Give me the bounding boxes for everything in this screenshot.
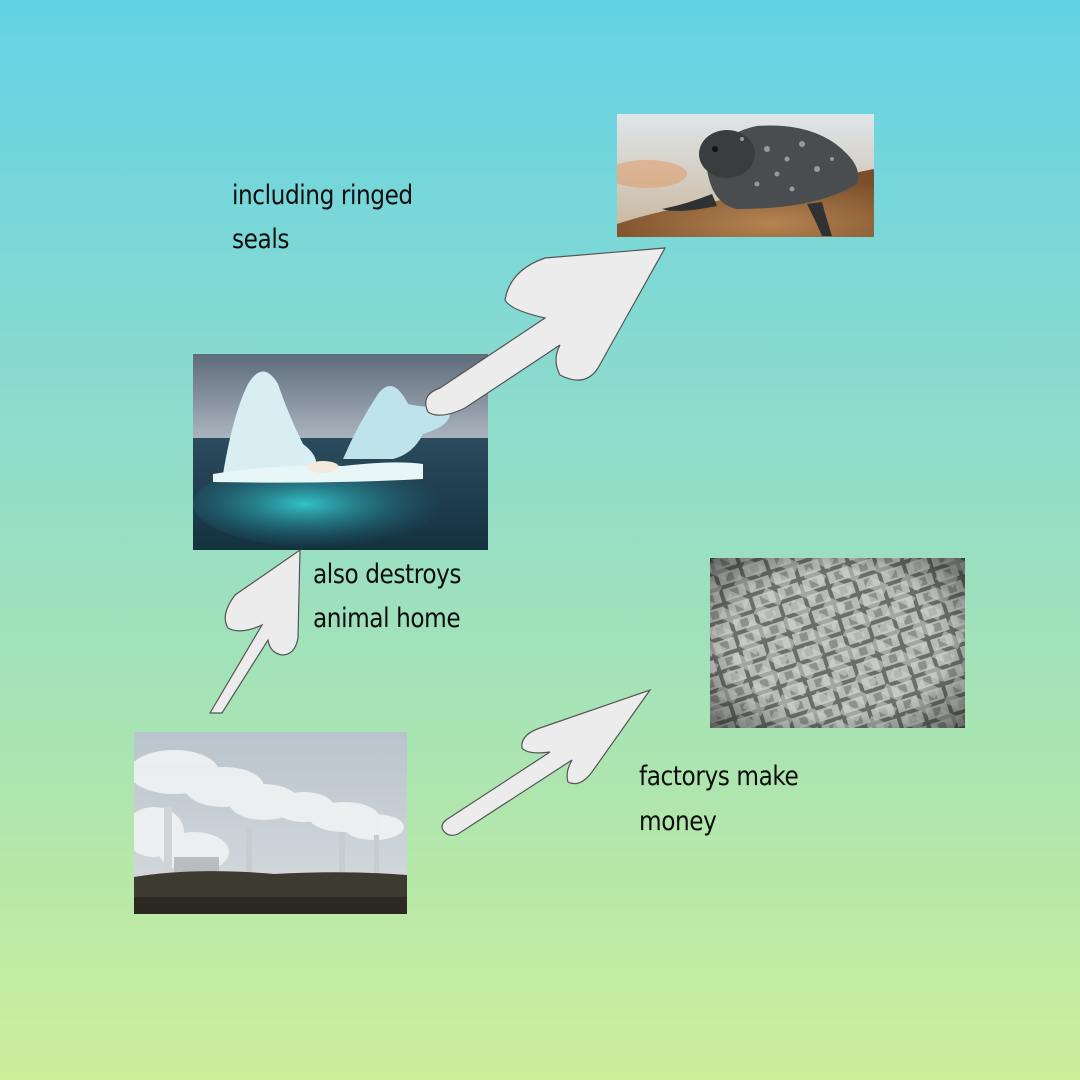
- arrow-factory-to-iceberg: [208, 548, 301, 714]
- habitat-label-line2: animal home: [313, 603, 461, 634]
- money-label-line1: factorys make: [639, 761, 799, 792]
- iceberg-photo: [193, 354, 488, 550]
- habitat-label-line1: also destroys: [313, 559, 462, 590]
- money-photo: [710, 558, 965, 728]
- seal-photo: [617, 114, 874, 237]
- arrow-factory-to-money: [441, 688, 652, 836]
- factory-photo: [134, 732, 407, 914]
- seals-label-line1: including ringed: [232, 180, 413, 211]
- money-label-line2: money: [639, 806, 717, 837]
- seals-label-line2: seals: [232, 224, 290, 255]
- arrow-iceberg-to-seal: [425, 247, 667, 416]
